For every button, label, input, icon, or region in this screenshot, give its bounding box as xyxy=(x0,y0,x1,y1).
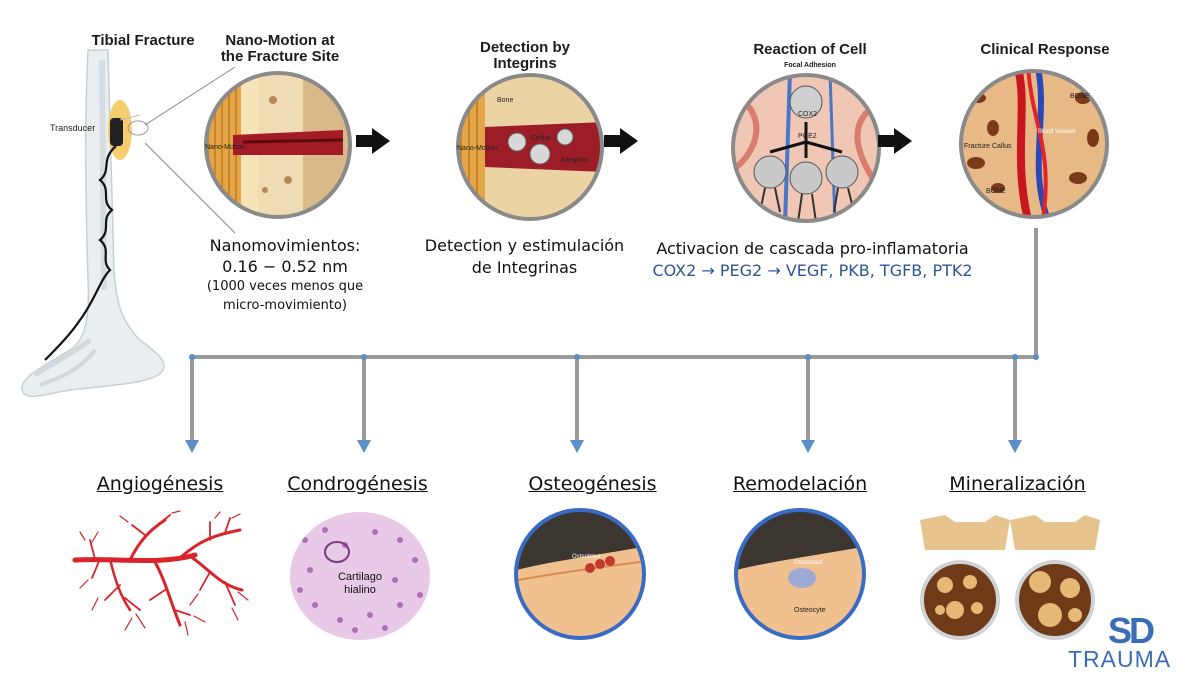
cascade-caption-line2: COX2 → PEG2 → VEGF, PKB, TGFB, PTK2 xyxy=(652,261,973,280)
stage2-title: Detection by Integrins xyxy=(479,39,570,72)
nano-caption-line3: (1000 veces menos que xyxy=(206,279,364,294)
outcome-chondrogenesis-label: Condrogénesis xyxy=(287,473,428,495)
leg-illustration xyxy=(21,49,165,398)
outcome-osteogenesis-label: Osteogénesis xyxy=(528,473,657,495)
stage4-circle: BONE Blood Vessels Fracture Callus BONE xyxy=(959,69,1109,219)
stage3-label-cox2: COX2 xyxy=(798,111,817,118)
stage2-label-integrins: Integrins xyxy=(561,157,588,164)
stage2-label-cellus: Cellus xyxy=(531,135,551,142)
stage4-label-bone-bottom: BONE xyxy=(986,188,1006,195)
nano-caption-line1: Nanomovimientos: xyxy=(209,236,361,255)
outcome-angiogenesis-label: Angiogénesis xyxy=(96,473,224,495)
flow-arrow-3 xyxy=(878,128,912,154)
outcome-remodeling-label: Remodelación xyxy=(732,473,868,495)
stage3-title: Reaction of Cell Focal Adhesion xyxy=(745,42,875,74)
stage4-label-bone-top: BONE xyxy=(1070,93,1090,100)
chondrogenesis-image: Cartilago hialino xyxy=(290,512,430,640)
stage4-label-vessels: Blood Vessels xyxy=(1038,129,1076,135)
detect-caption-line2: de Integrinas xyxy=(471,258,578,277)
sd-trauma-logo: SD TRAUMA xyxy=(1068,610,1193,680)
cascade-caption-line1: Activacion de cascada pro-inflamatoria xyxy=(656,239,969,258)
chondro-text-1: Cartilago xyxy=(338,571,382,583)
stage3-subtitle: Focal Adhesion xyxy=(784,62,836,69)
stage3-circle: COX2 PGE2 xyxy=(731,73,881,223)
stage4-title: Clinical Response xyxy=(980,41,1110,58)
connector-tree xyxy=(185,228,1039,453)
angiogenesis-image xyxy=(72,510,249,636)
leg-title: Tibial Fracture xyxy=(91,32,195,49)
stage3-title-text: Reaction of Cell xyxy=(753,41,867,58)
cascade-caption: Activacion de cascada pro-inflamatoria C… xyxy=(630,238,995,282)
transducer xyxy=(110,118,123,146)
stage2-circle: Bone Nano-Motion Cellus Integrins xyxy=(456,73,604,221)
flow-arrow-1 xyxy=(356,128,390,154)
logo-word: TRAUMA xyxy=(1068,646,1172,672)
osteoclast-label: Osteoclast xyxy=(794,560,823,566)
outcome-mineralization-label: Mineralización xyxy=(949,473,1086,495)
detect-caption: Detection y estimulación de Integrinas xyxy=(412,235,637,279)
stage4-label-callus: Fracture Callus xyxy=(964,143,1012,150)
osteocyte-label: Osteocyte xyxy=(794,607,826,614)
nano-caption-line2: 0.16 − 0.52 nm xyxy=(222,257,348,276)
detect-caption-line1: Detection y estimulación xyxy=(424,236,625,255)
nano-caption: Nanomovimientos: 0.16 − 0.52 nm (1000 ve… xyxy=(205,235,365,315)
mineralization-image xyxy=(920,515,1100,640)
zoom-lines xyxy=(145,66,236,234)
nano-caption-line4: micro-movimiento) xyxy=(223,298,347,313)
stage1-inner-label: Nano-Motion xyxy=(205,144,245,151)
stage3-label-pge2: PGE2 xyxy=(798,133,817,140)
remodeling-image: Osteoclast Osteocyte xyxy=(734,508,866,640)
stage2-label-nanomotion: Nano-Motion xyxy=(457,145,497,152)
flow-arrow-2 xyxy=(604,128,638,154)
chondro-text-2: hialino xyxy=(344,584,376,596)
stage1-title: Nano-Motion at the Fracture Site xyxy=(220,32,340,65)
stage2-label-bone: Bone xyxy=(497,97,513,104)
stage1-circle: Nano-Motion xyxy=(204,71,352,219)
logo-letters: SD xyxy=(1108,610,1155,651)
transducer-label: Transducer xyxy=(50,123,96,133)
osteogenesis-image: Osteoblast xyxy=(514,508,646,640)
osteoblast-label: Osteoblast xyxy=(572,554,601,560)
